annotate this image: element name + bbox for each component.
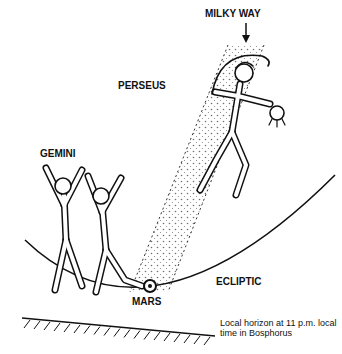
constellation-label: PERSEUS (118, 80, 166, 91)
perseus-figure (200, 55, 285, 195)
planet-label: MARS (132, 296, 161, 307)
mars-symbol (144, 280, 156, 292)
horizon-note: Local horizon at 11 p.m. local time in B… (220, 318, 338, 338)
horizon-line (22, 318, 215, 345)
circle-label: ECLIPTIC (216, 276, 262, 287)
region-label: MILKY WAY (205, 8, 261, 19)
pointer-arrow (242, 23, 250, 43)
constellation-label: GEMINI (40, 148, 76, 159)
gemini-figures (46, 168, 142, 292)
